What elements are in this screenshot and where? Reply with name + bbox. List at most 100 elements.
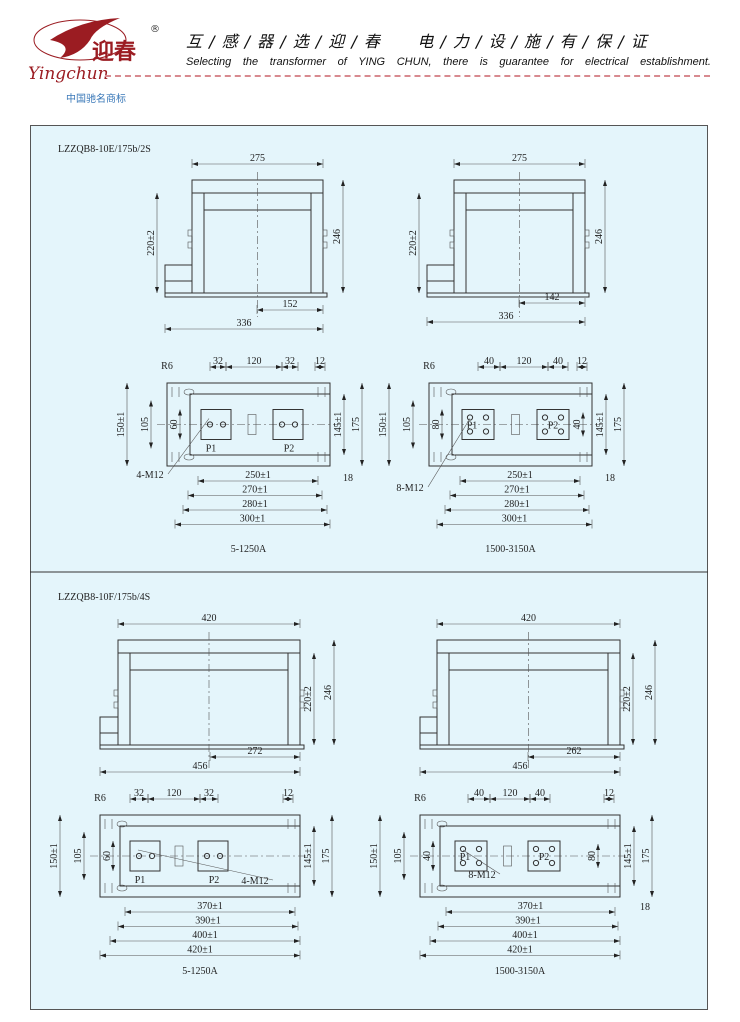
arrow-icon <box>118 622 124 626</box>
arrow-icon <box>111 841 115 847</box>
arrow-icon <box>608 797 614 801</box>
arrow-icon <box>341 287 345 293</box>
rating-caption: 5-1250A <box>182 966 218 977</box>
dimension-label: 145±1 <box>333 412 344 438</box>
dimension-label: 280±1 <box>242 499 268 510</box>
arrow-icon <box>142 797 148 801</box>
arrow-icon <box>155 287 159 293</box>
terminal-hole <box>541 414 549 421</box>
drawing-outline <box>449 241 455 249</box>
dimension-label: 12 <box>604 788 614 799</box>
terminal-label-p1: P1 <box>206 444 217 455</box>
arrow-icon <box>330 815 334 821</box>
drawing-outline <box>432 701 438 709</box>
arrow-icon <box>330 891 334 897</box>
mounting-slot <box>424 883 433 893</box>
arrow-icon <box>548 365 554 369</box>
mounting-slot <box>317 452 326 462</box>
arrow-icon <box>542 365 548 369</box>
arrow-icon <box>387 383 391 389</box>
arrow-icon <box>226 365 232 369</box>
arrow-icon <box>530 797 536 801</box>
arrow-icon <box>446 910 452 914</box>
dimension-label: 246 <box>644 685 655 700</box>
radius-label: R6 <box>414 793 426 804</box>
terminal-hole <box>557 428 565 435</box>
bolt-label: 4-M12 <box>136 470 163 481</box>
arrow-icon <box>596 844 600 850</box>
arrow-icon <box>58 891 62 897</box>
dimension-label: 120 <box>167 788 182 799</box>
arrow-icon <box>282 365 288 369</box>
arrow-icon <box>82 832 86 838</box>
drawing-outline <box>584 229 590 237</box>
dimension-label: 456 <box>193 761 208 772</box>
arrow-icon <box>490 797 496 801</box>
drawing-outline <box>426 292 590 298</box>
dimension-label: 420 <box>202 613 217 624</box>
radius-label: R6 <box>94 793 106 804</box>
drawing-outline <box>164 264 193 294</box>
arrow-icon <box>289 910 295 914</box>
arrow-icon <box>460 479 466 483</box>
dimension-label: 272 <box>248 746 263 757</box>
dimension-label: 280±1 <box>504 499 530 510</box>
drawing-outline <box>619 701 625 709</box>
arrow-icon <box>257 308 263 312</box>
terminal-hole <box>219 421 227 428</box>
arrow-icon <box>192 162 198 166</box>
arrow-icon <box>614 939 620 943</box>
arrow-icon <box>155 193 159 199</box>
dimension-label: 150±1 <box>116 412 127 438</box>
arrow-icon <box>149 400 153 407</box>
arrow-icon <box>431 841 435 847</box>
arrow-icon <box>653 739 657 745</box>
terminal-hole <box>135 852 143 860</box>
terminal-hole <box>216 852 224 860</box>
drawing-outline <box>432 689 438 697</box>
brand-name-cn: 迎春 <box>92 40 137 65</box>
arrow-icon <box>581 430 585 437</box>
arrow-icon <box>118 924 124 929</box>
dimension-label: 32 <box>285 356 295 367</box>
dimension-label: 105 <box>73 849 84 864</box>
arrow-icon <box>198 479 204 483</box>
arrow-icon <box>420 953 426 958</box>
arrow-icon <box>484 797 490 801</box>
arrow-icon <box>360 460 364 466</box>
bolt-slot <box>436 884 448 892</box>
dimension-label: 390±1 <box>515 916 541 927</box>
dimension-label: 246 <box>332 229 343 244</box>
mounting-slot <box>104 883 113 893</box>
arrow-icon <box>312 479 318 483</box>
terminal-hole <box>466 414 474 421</box>
arrow-icon <box>609 910 615 914</box>
dimension-label: 220±2 <box>146 230 157 256</box>
mounting-slot <box>607 819 616 829</box>
dimension-label: 246 <box>323 685 334 700</box>
arrow-icon <box>431 865 435 871</box>
arrow-icon <box>312 739 316 745</box>
arrow-icon <box>581 412 585 419</box>
arrow-icon <box>579 320 585 324</box>
drawing-outline <box>454 840 488 872</box>
arrow-icon <box>332 640 336 646</box>
arrow-icon <box>165 327 171 331</box>
arrow-icon <box>631 739 635 745</box>
arrow-icon <box>632 880 636 886</box>
mounting-slot <box>433 387 442 397</box>
dimension-label: 40 <box>535 788 545 799</box>
catalog-header: 迎春 Yingchun ® 互 / 感 / 器 / 选 / 迎 / 春 电 / … <box>0 0 740 110</box>
arrow-icon <box>294 755 300 759</box>
drawing-outline <box>99 744 305 750</box>
dimension-label: 18 <box>605 473 615 484</box>
drawing-line <box>137 849 274 881</box>
bolt-slot <box>445 388 457 396</box>
arrow-icon <box>82 874 86 880</box>
dimension-label: 300±1 <box>240 514 266 525</box>
arrow-icon <box>125 910 131 914</box>
mounting-slot <box>104 819 113 829</box>
arrow-icon <box>500 365 506 369</box>
arrow-icon <box>612 924 618 929</box>
model-title: LZZQB8-10F/175b/4S <box>58 592 150 603</box>
